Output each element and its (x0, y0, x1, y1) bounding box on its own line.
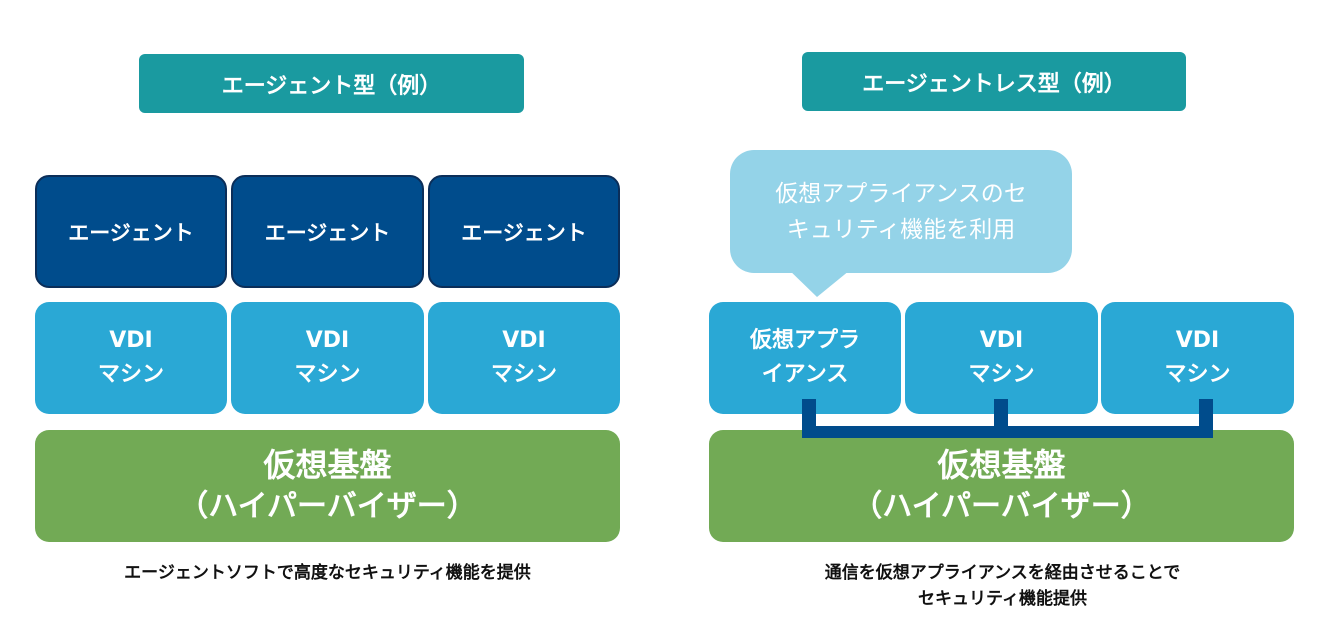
agent-type-title: エージェント型（例） (139, 54, 524, 113)
agent-box-2: エージェント (231, 175, 424, 288)
connector-line (802, 426, 1213, 438)
agent-type-caption: エージェントソフトで高度なセキュリティ機能を提供 (124, 563, 531, 583)
vdi-machine-box-5: VDI マシン (1101, 302, 1294, 414)
speech-bubble-text: 仮想アプライアンスのセ キュリティ機能を利用 (775, 180, 1027, 243)
hypervisor-base: 仮想基盤 （ハイパーバイザー） (35, 430, 620, 542)
agentless-type-title: エージェントレス型（例） (802, 52, 1186, 111)
vdi-machine-box-2: VDI マシン (231, 302, 424, 414)
vdi-machine-box-1: VDI マシン (35, 302, 227, 414)
virtual-appliance-box: 仮想アプラ イアンス (709, 302, 901, 414)
hypervisor-base-agentless: 仮想基盤 （ハイパーバイザー） (709, 430, 1294, 542)
vdi-machine-box-4: VDI マシン (905, 302, 1098, 414)
agent-box-1: エージェント (35, 175, 227, 288)
agent-box-3: エージェント (428, 175, 620, 288)
agentless-type-caption: 通信を仮想アプライアンスを経由させることで セキュリティ機能提供 (824, 563, 1181, 609)
speech-bubble-shape (730, 150, 1072, 297)
vdi-machine-box-3: VDI マシン (428, 302, 620, 414)
